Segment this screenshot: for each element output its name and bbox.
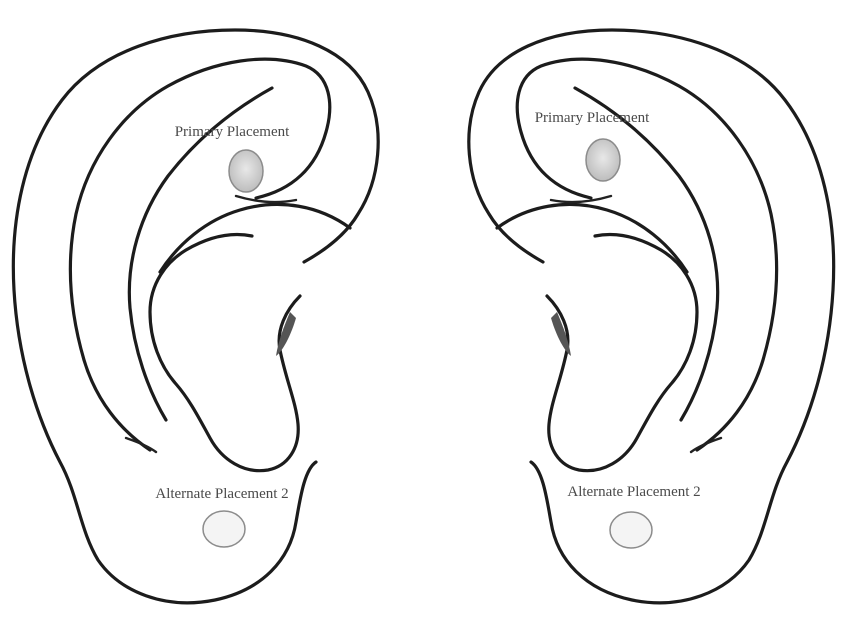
right-ear-lower-crus [497,204,687,272]
right-alternate-placement-marker [610,512,652,548]
right-ear [469,30,834,603]
right-ear-upper-crus [575,88,718,420]
right-primary-placement-label: Primary Placement [535,110,650,126]
left-primary-placement-label: Primary Placement [175,124,290,140]
right-ear-outer-helix [469,30,834,603]
right-alternate-placement-label: Alternate Placement 2 [567,484,700,500]
left-ear-lower-crus [160,204,350,272]
right-primary-placement-marker [586,139,620,181]
left-alternate-placement-label: Alternate Placement 2 [155,486,288,502]
left-alternate-placement-marker [203,511,245,547]
left-ear-outer-helix [13,30,378,603]
left-ear: Primary Placement Alternate Placement 2 [13,30,378,603]
left-primary-placement-marker [229,150,263,192]
